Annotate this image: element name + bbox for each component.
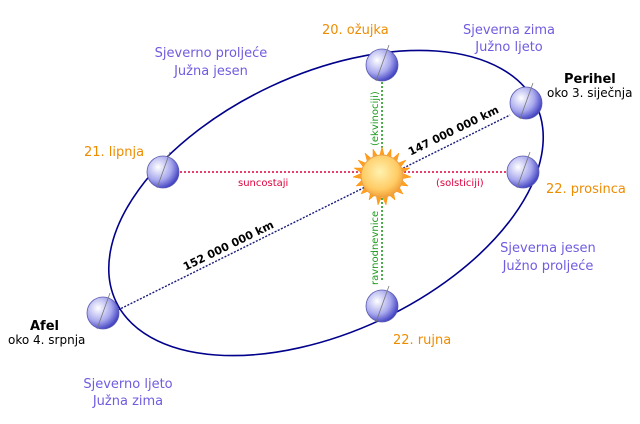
earth-icon-march bbox=[365, 44, 399, 82]
solstice-label-right: (solsticiji) bbox=[436, 178, 484, 189]
aphelion-title: Afel bbox=[30, 319, 59, 334]
season-summer-north: Sjeverno ljeto bbox=[83, 377, 172, 392]
season-autumn-south: Južna jesen bbox=[173, 64, 248, 79]
date-march: 20. ožujka bbox=[322, 23, 389, 38]
aphelion-distance: 152 000 000 km bbox=[181, 218, 276, 273]
solstice-label-left: suncostaji bbox=[238, 178, 288, 189]
orbit-ellipse bbox=[107, 49, 545, 357]
season-summer-south: Južno ljeto bbox=[474, 40, 543, 55]
earth-icon-perihelion bbox=[509, 82, 543, 120]
season-winter-north: Sjeverna zima bbox=[463, 23, 555, 38]
season-spring-south: Južno proljeće bbox=[502, 259, 594, 274]
perihelion-date: oko 3. siječnja bbox=[547, 86, 632, 100]
aphelion-date: oko 4. srpnja bbox=[8, 333, 85, 347]
season-winter-south: Južna zima bbox=[92, 394, 163, 409]
perihelion-distance: 147 000 000 km bbox=[406, 103, 501, 158]
date-june: 21. lipnja bbox=[84, 145, 144, 160]
earth-icon-june bbox=[146, 151, 180, 189]
earth-icon-aphelion bbox=[86, 292, 120, 330]
season-spring-north: Sjeverno proljeće bbox=[155, 46, 268, 61]
equinox-label-lower: ravnodnevnice bbox=[370, 211, 381, 285]
date-september: 22. rujna bbox=[393, 333, 451, 348]
earth-icon-september bbox=[365, 285, 399, 323]
season-autumn-north: Sjeverna jesen bbox=[500, 241, 596, 256]
equinox-label-upper: (ekvinociji) bbox=[370, 91, 381, 146]
apsides-line bbox=[117, 114, 511, 311]
perihelion-title: Perihel bbox=[564, 72, 616, 87]
earth-icon-december bbox=[506, 151, 540, 189]
sun-icon bbox=[352, 146, 412, 206]
date-december: 22. prosinca bbox=[546, 182, 626, 197]
